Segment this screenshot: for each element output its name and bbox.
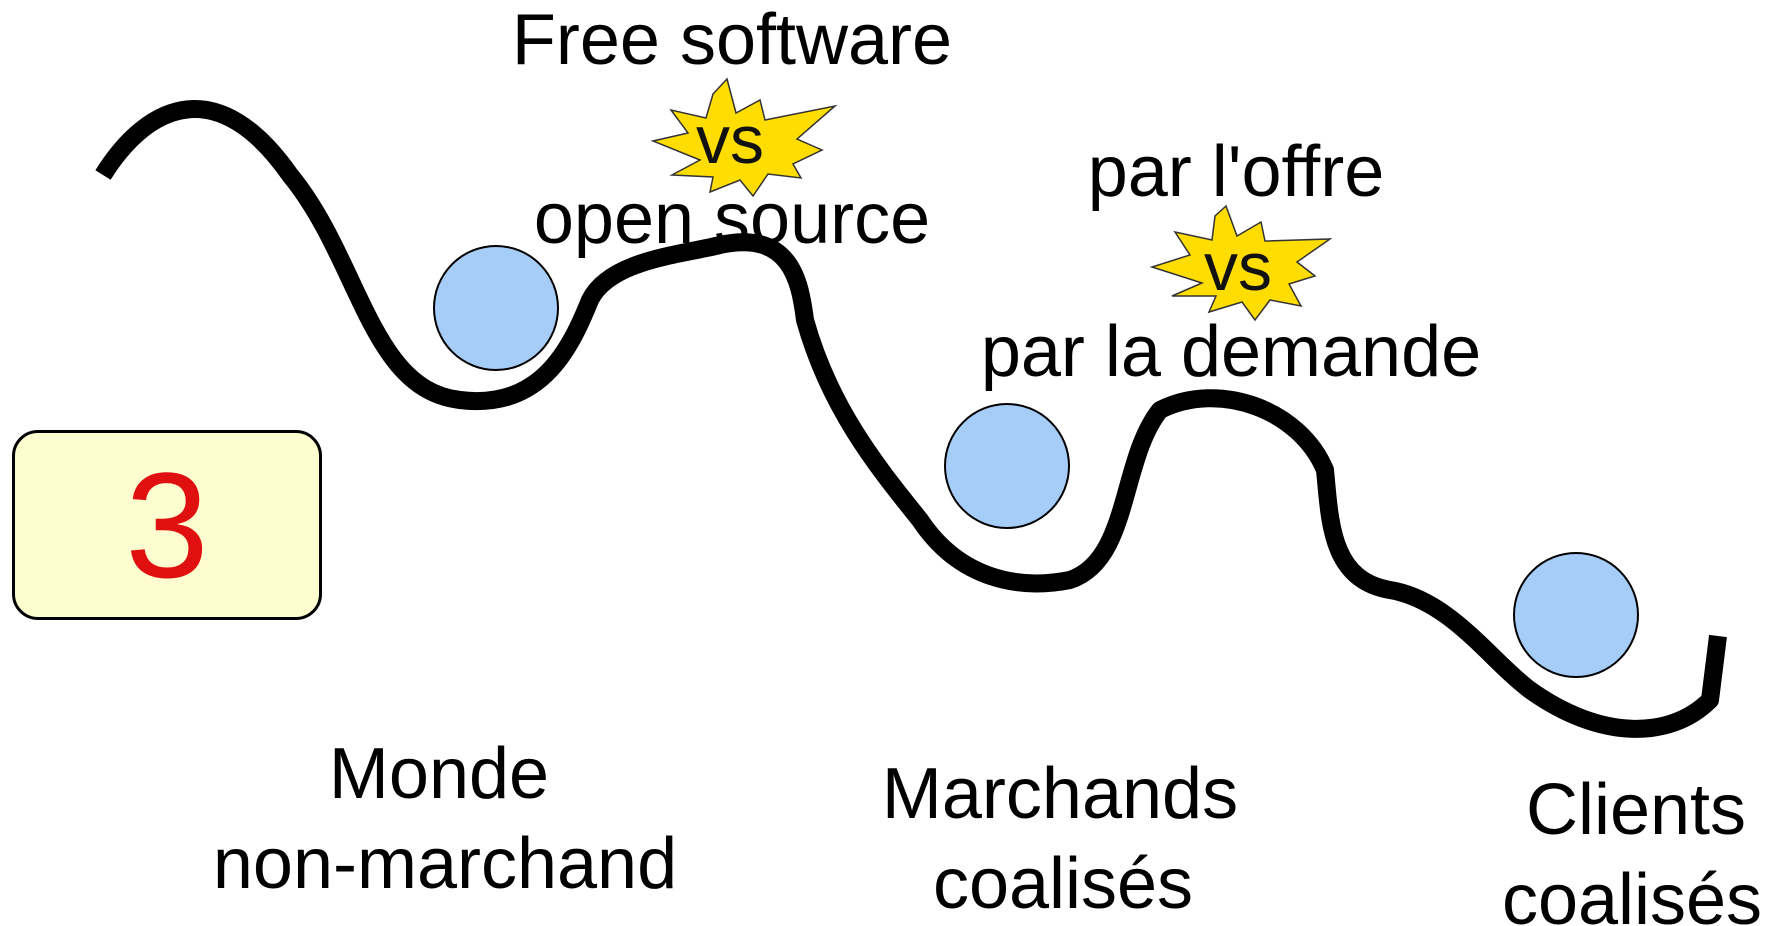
vs-burst-1 xyxy=(650,77,838,198)
world3-line1: Clients xyxy=(1526,770,1746,850)
step-number: 3 xyxy=(125,441,209,609)
world1-line1: Monde xyxy=(329,734,549,814)
world3-line2: coalisés xyxy=(1502,860,1762,926)
world2-line2: coalisés xyxy=(933,844,1193,924)
ball-3 xyxy=(1513,552,1639,678)
wavy-curve xyxy=(95,100,1727,738)
debate2-line1: par l'offre xyxy=(1088,132,1385,212)
debate2-vs: vs xyxy=(1204,229,1272,305)
ball-2 xyxy=(944,403,1070,529)
world2-line1: Marchands xyxy=(882,754,1238,834)
debate1-line1: Free software xyxy=(512,0,952,80)
step-number-box: 3 xyxy=(12,430,322,620)
debate2-line2: par la demande xyxy=(981,312,1481,392)
ball-1 xyxy=(433,245,559,371)
world1-line2: non-marchand xyxy=(213,824,677,904)
debate1-vs: vs xyxy=(696,102,764,178)
vs-burst-2 xyxy=(1149,204,1333,322)
debate1-line2: open source xyxy=(534,179,930,259)
